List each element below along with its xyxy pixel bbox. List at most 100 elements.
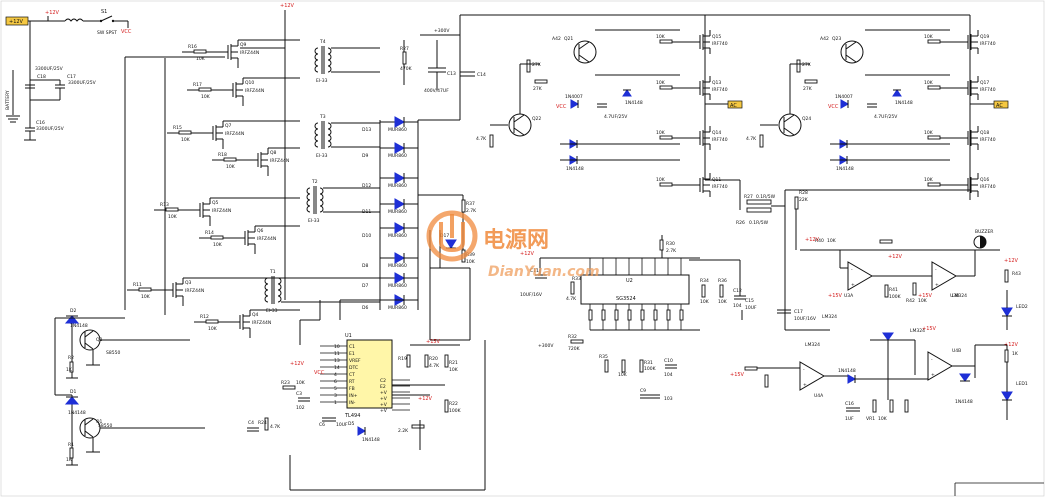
hbridge-mosfet-part: IRF740 [980,87,996,93]
rectifier-part: MUR860 [388,153,407,159]
hbridge-mosfet-part: IRF740 [980,184,996,190]
prot-vcc2: +15V [828,293,843,299]
prot-ca-ref: C16 [845,401,854,407]
transformer-part: EI-33 [266,308,278,314]
sg-rf-ref: R31 [644,360,653,366]
sense-res1-val: 0.1R/5W [756,194,776,200]
tl494-pin-left: DTC [349,365,358,371]
tl494-part: TL494 [344,413,360,419]
driver-res-ref: R18 [218,152,227,158]
prot-vcc8: +15V [922,326,937,332]
hbridge-gate-diode-part: 1N4148 [625,100,643,106]
tl494-c-soft-ref: C6 [319,422,325,428]
hbridge-mosfet-part: IRF740 [712,87,728,93]
hb-vcc-left: VCC [556,104,567,110]
hbridge-zener-part: 1N4007 [835,94,853,100]
prot-rc-val: 10K [918,298,928,304]
driver-res-val: 10K [168,214,178,220]
opamp-part-2: LM324 [910,328,925,334]
opamp-u3a-plus: + [851,282,855,288]
bjt2-part: S8550 [98,423,112,429]
hbridge-bias-res-val: 27K [532,62,542,68]
bjt1-part: S8550 [106,350,120,356]
sg-rd-ref: R33 [572,276,581,282]
opamp-part-1: LM324 [822,314,837,320]
tl494-pin-right: +V [380,396,388,402]
hbridge-mosfet-part: IRF740 [980,41,996,47]
rectifier-part: MUR860 [388,305,407,311]
hbridge-mosfet-ref: Q17 [980,80,989,86]
opamp-u3a-minus: - [851,268,853,273]
sg-rd-val: 4.7K [566,296,577,302]
zener-res2-ref: R39 [466,252,475,258]
driver-res-val: 10K [213,242,223,248]
watermark-circle-icon [426,210,478,262]
tl494-c-ct-val: 102 [296,405,305,411]
rectifier-part: MUR860 [388,263,407,269]
tl494-d-fb-part: 1N4148 [362,437,380,443]
tl494-rb-ref: R20 [429,356,438,362]
sg-vcc: +12V [520,251,535,257]
opamp-u3a [847,261,873,291]
vcc-tag-input: VCC [121,29,132,35]
driver-mosfet-part: IRFZ44N [240,50,259,56]
prot-vr-val: 10K [878,416,888,422]
bjt-driver-2: D1 1N4148 Q1 S8550 R1 1K [64,389,112,466]
opamp-u4a-plus: + [803,382,807,388]
tl494-pin-num: 4 [334,372,337,378]
prot-diode-1: 1N4148 [838,368,856,374]
sg3524-chip [580,274,690,305]
rectifier-ref: D13 [362,127,371,133]
driver-res-val: 10K [226,164,236,170]
sg-ca-val: 10UF/16V [520,292,543,298]
tl494-ra-ref: R19 [398,356,407,362]
driver-res-val: 10K [201,94,211,100]
zener-ref: D17 [440,233,449,239]
transformer-ref: T3 [319,114,326,120]
rectifier-ref: D7 [362,283,368,289]
ac-out-left: AC [730,103,737,109]
driver-mosfet-ref: Q10 [245,80,254,86]
sg-rf-val: 100K [644,366,657,372]
driver-res-ref: R14 [205,230,214,236]
tl494-c-soft-val: 10UF [336,422,348,428]
opamp-part-3: LM324 [805,342,820,348]
driver-mosfet-ref: Q8 [270,150,277,156]
rectifier-ref: D6 [362,305,368,311]
opamp-u4b [927,351,953,381]
tl494-pin-left: FB [349,386,355,392]
zener-res-val: 2.7K [466,208,477,214]
tl494-pin-num: 13 [334,358,340,364]
hbridge-bias-res2-val: 27K [803,86,813,92]
driver-res-val: 10K [208,326,218,332]
hbridge-gate-diode2-part: 1N4148 [836,166,854,172]
driver-res-val: 10K [181,137,191,143]
hbridge-bias-res-val: 27K [802,62,812,68]
prot-rb-val: 100K [889,294,902,300]
hv-label-top: +300V [434,28,450,34]
sg-cd-ref: C9 [640,388,646,394]
rectifier-part: MUR860 [388,233,407,239]
bjt1-diode-ref: D2 [70,308,76,314]
hbridge-mosfet-ref: Q19 [980,34,989,40]
driver-res-ref: R16 [188,44,197,50]
prot-rb-ref: R41 [889,287,898,293]
tl494-pin-left: VREF [349,358,361,364]
sg-re-val: 720K [568,346,581,352]
hb-q-right2-ref: Q24 [802,116,811,122]
fuse-label: +12V [45,10,60,16]
hbridge-mosfet-ref: Q14 [712,130,721,136]
